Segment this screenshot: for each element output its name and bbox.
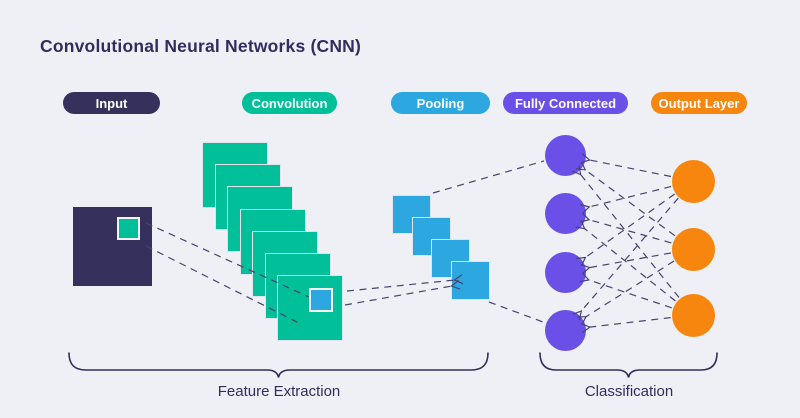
output-node	[671, 227, 715, 271]
connection-line	[488, 301, 544, 323]
stage-pill-output-layer: Output Layer	[651, 92, 747, 114]
stage-pill-convolution: Convolution	[242, 92, 337, 114]
feature-extraction-brace	[68, 352, 489, 378]
connection-line	[579, 272, 672, 309]
pooling-sheet	[451, 261, 491, 300]
convolution-sheet	[277, 275, 343, 342]
fully-connected-node	[544, 134, 586, 176]
connection-line	[346, 274, 464, 292]
fully-connected-node	[544, 251, 586, 293]
connection-line	[344, 279, 461, 306]
classification-label: Classification	[584, 383, 674, 400]
connection-line	[572, 197, 679, 321]
output-node	[671, 293, 715, 337]
connection-line	[575, 219, 676, 302]
connection-line	[571, 165, 680, 298]
connection-line	[580, 252, 671, 274]
connection-line	[581, 317, 671, 333]
connection-line	[576, 193, 676, 267]
convolution-highlight-patch	[309, 288, 333, 313]
feature-extraction-label: Feature Extraction	[217, 383, 341, 400]
input-receptive-patch	[117, 217, 140, 240]
connection-line	[575, 161, 676, 237]
connection-line	[576, 260, 675, 325]
fully-connected-node	[544, 192, 586, 234]
fully-connected-node	[544, 309, 586, 351]
stage-pill-input: Input	[63, 92, 160, 114]
connection-line	[580, 212, 672, 244]
stage-pill-pooling: Pooling	[391, 92, 490, 114]
connection-line	[580, 153, 672, 178]
page-title: Convolutional Neural Networks (CNN)	[40, 36, 362, 56]
output-node	[671, 159, 715, 203]
classification-brace	[539, 352, 718, 378]
connection-line	[432, 160, 545, 194]
connection-line	[580, 185, 672, 214]
input-image-square	[73, 207, 152, 286]
stage-pill-fully-connected: Fully Connected	[503, 92, 628, 114]
